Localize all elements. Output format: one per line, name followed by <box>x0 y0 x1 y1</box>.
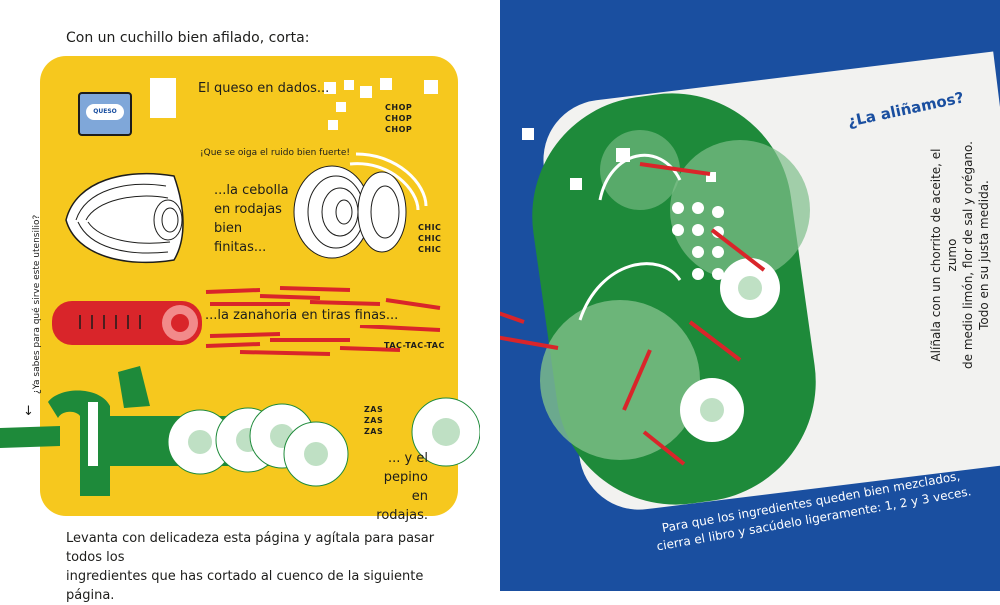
side-question: ¿Ya sabes para qué sirve este utensilio? <box>32 214 42 394</box>
cucumber-text: ... y el pepino en rodajas. <box>358 449 428 525</box>
onion-text: ...la cebolla en rodajas bien finitas... <box>214 181 289 257</box>
onion-line-4: finitas... <box>214 240 267 255</box>
chic-3: CHIC <box>418 245 442 254</box>
onion-icon <box>65 172 184 264</box>
dressing-line-2: de medio limón, flor de sal y orégano. <box>961 141 975 369</box>
carrot-text: ...la zanahoria en tiras finas... <box>205 306 399 325</box>
zas-sound: ZAS ZAS ZAS <box>364 404 383 437</box>
salad-bowl-icon <box>500 93 816 505</box>
chop-sound: CHOP CHOP CHOP <box>385 102 412 135</box>
zas-3: ZAS <box>364 427 384 436</box>
chop-3: CHOP <box>385 125 413 134</box>
dressing-line-3: Todo en su justa medida. <box>977 180 991 330</box>
onion-slices-icon <box>293 152 428 259</box>
zas-2: ZAS <box>364 416 384 425</box>
zas-1: ZAS <box>364 405 384 414</box>
cucumber-slices-icon <box>167 397 480 487</box>
chic-2: CHIC <box>418 234 442 243</box>
intro-text: Con un cuchillo bien afilado, corta: <box>66 30 310 46</box>
cucumber-line-1: ... y el <box>388 451 428 466</box>
cucumber-line-3: en rodajas. <box>376 489 428 523</box>
cheese-brand-label: QUESO <box>86 104 124 120</box>
dressing-instructions: Alíñala con un chorrito de aceite, el zu… <box>928 135 992 375</box>
down-arrow-icon: ↓ <box>23 404 34 419</box>
chop-1: CHOP <box>385 103 413 112</box>
cheese-package-icon: QUESO <box>78 92 132 136</box>
carrot-strips-icon <box>205 286 441 356</box>
bottom-line-2: ingredientes que has cortado al cuenco d… <box>66 569 424 603</box>
tac-sound: TAC-TAC-TAC <box>384 341 445 350</box>
bottom-instructions: Levanta con delicadeza esta página y agí… <box>66 529 466 605</box>
chic-sound: CHIC CHIC CHIC <box>418 222 441 255</box>
bottom-line-1: Levanta con delicadeza esta página y agí… <box>66 531 435 565</box>
onion-line-2: en rodajas <box>214 202 282 217</box>
noise-text: ¡Que se oiga el ruido bien fuerte! <box>200 148 350 158</box>
cucumber-line-2: pepino <box>383 470 428 485</box>
chop-2: CHOP <box>385 114 413 123</box>
cheese-text: El queso en dados... <box>198 81 330 96</box>
carrot-icon <box>52 301 202 345</box>
dressing-line-1: Alíñala con un chorrito de aceite, el zu… <box>929 148 959 362</box>
onion-line-1: ...la cebolla <box>214 183 289 198</box>
cheese-cubes-icon <box>150 78 438 130</box>
chic-1: CHIC <box>418 223 442 232</box>
onion-line-3: bien <box>214 221 243 236</box>
